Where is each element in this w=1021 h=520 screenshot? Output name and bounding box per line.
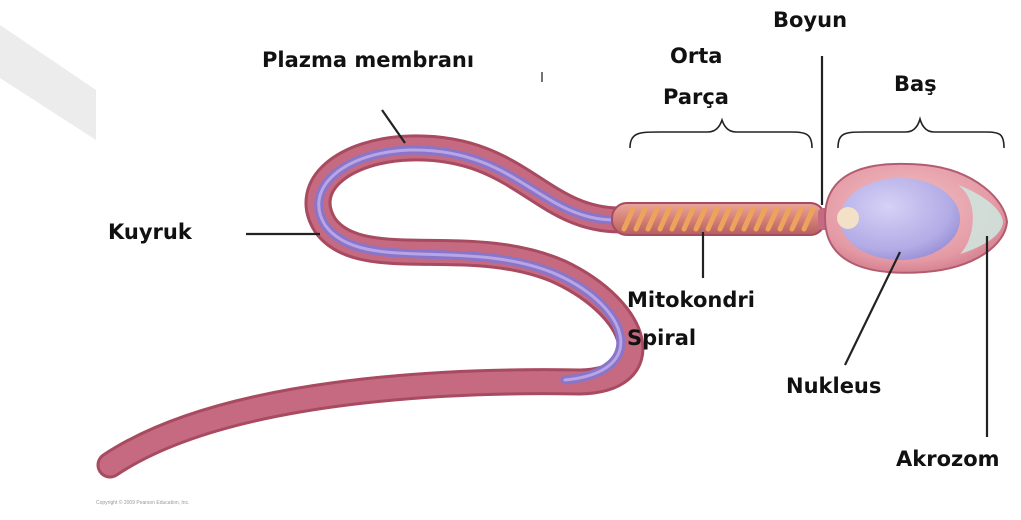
label-nucleus: Nukleus xyxy=(786,374,881,399)
head-bracket xyxy=(838,119,1004,148)
label-midpiece-1: Orta xyxy=(670,44,722,69)
label-tail: Kuyruk xyxy=(108,220,192,245)
label-midpiece-2: Parça xyxy=(663,85,729,110)
watermark-shape xyxy=(0,25,96,140)
label-acrosome: Akrozom xyxy=(896,447,1000,472)
label-mitochondria-1: Mitokondri xyxy=(627,288,755,313)
label-mitochondria-2: Spiral xyxy=(627,326,696,351)
midpiece-bracket xyxy=(630,120,812,148)
label-neck: Boyun xyxy=(773,8,847,33)
copyright-text: Copyright © 2009 Pearson Education, Inc. xyxy=(96,500,189,506)
label-head: Baş xyxy=(894,72,937,97)
label-plasma-membrane: Plazma membranı xyxy=(262,48,474,73)
centriole-shape xyxy=(837,207,859,229)
